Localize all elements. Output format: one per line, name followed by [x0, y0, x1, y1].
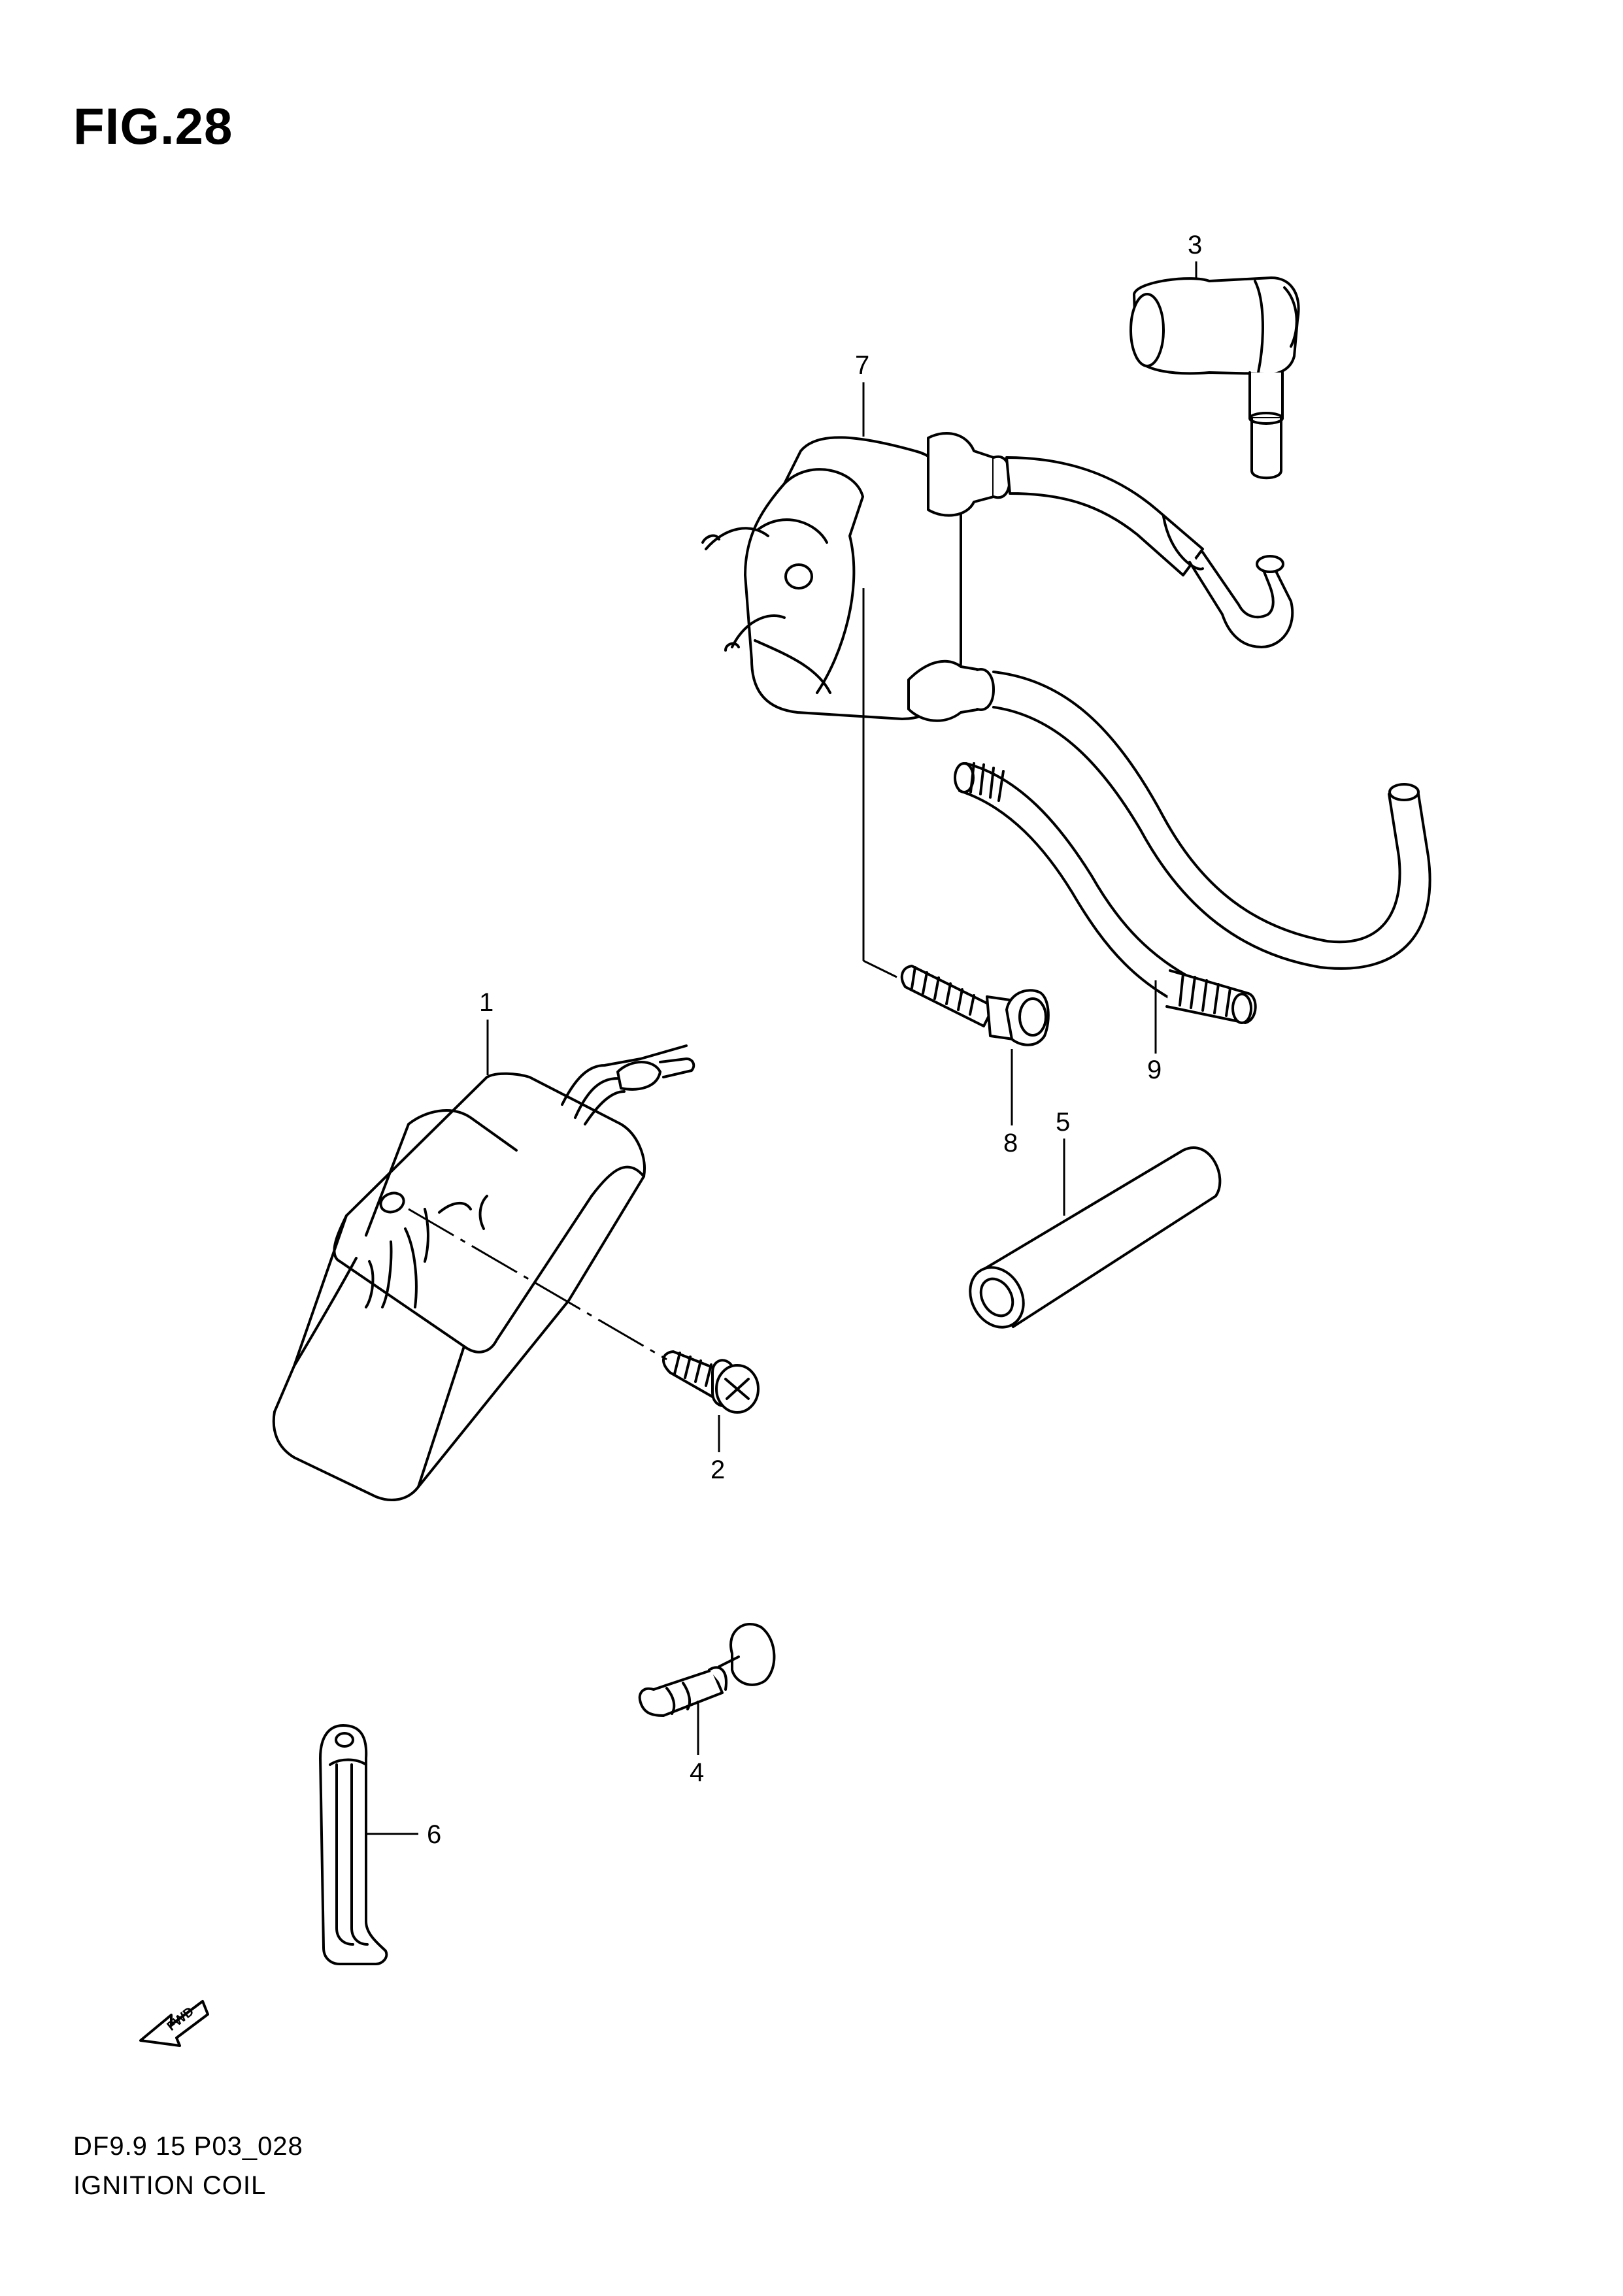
fwd-arrow-icon: FWD	[139, 2000, 209, 2047]
leader-2-axis	[408, 1208, 667, 1361]
part-6-clamp[interactable]	[319, 1724, 388, 1965]
callout-6: 6	[427, 1820, 441, 1849]
part-2-screw[interactable]	[662, 1350, 760, 1414]
callout-3: 3	[1188, 231, 1202, 259]
diagram-name: IGNITION COIL	[73, 2171, 267, 2200]
callout-8: 8	[1003, 1129, 1018, 1157]
figure-title: FIG.28	[73, 97, 233, 155]
part-7-ignition-coil[interactable]	[701, 431, 1431, 970]
callout-7: 7	[855, 351, 869, 380]
part-1-cdi-unit[interactable]	[272, 1044, 695, 1501]
callout-4: 4	[690, 1758, 704, 1787]
leader-8-axis-tip	[863, 959, 897, 978]
callout-5: 5	[1056, 1108, 1070, 1137]
diagram-code: DF9.9 15 P03_028	[73, 2132, 303, 2161]
part-8-bolt[interactable]	[900, 965, 1050, 1046]
callout-9: 9	[1147, 1056, 1162, 1084]
part-9-tube[interactable]	[954, 762, 1257, 1024]
part-4-pin[interactable]	[638, 1623, 776, 1717]
part-3-plug-cap[interactable]	[1129, 276, 1300, 480]
callout-1: 1	[479, 988, 494, 1017]
callout-2: 2	[711, 1456, 725, 1484]
part-5-tube[interactable]	[960, 1146, 1222, 1337]
